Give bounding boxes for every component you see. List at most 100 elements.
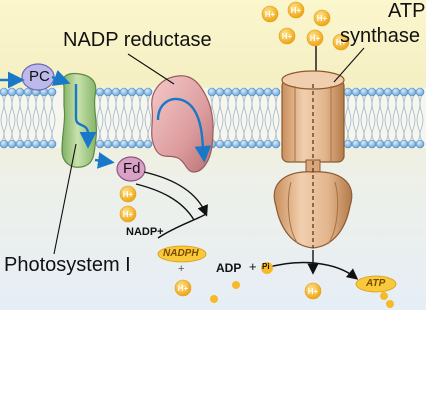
h-plus-ion: H+ <box>278 27 296 45</box>
phospholipid-head <box>407 87 417 97</box>
phospholipid-head <box>383 87 393 97</box>
fd-protein <box>116 156 146 182</box>
phospholipid-head <box>135 87 145 97</box>
pc-label: PC <box>29 68 50 85</box>
phospholipid-head <box>135 139 145 149</box>
phospholipid-head <box>271 139 281 149</box>
phospholipid-head <box>343 87 353 97</box>
phospholipid-head <box>343 139 353 149</box>
phospholipid-head <box>127 87 137 97</box>
plus-label-2: + <box>249 259 257 274</box>
phospholipid-head <box>23 139 33 149</box>
h-plus-label: H+ <box>123 190 134 199</box>
h-plus-label: H+ <box>310 34 321 43</box>
nadph-badge <box>157 245 207 263</box>
phospholipid-head <box>103 87 113 97</box>
pi-label: Pi <box>262 262 270 271</box>
phospholipid-head <box>367 139 377 149</box>
phospholipid-head <box>127 139 137 149</box>
phospholipid-head <box>391 139 401 149</box>
atp-product-label: ATP <box>366 278 386 289</box>
h-plus-label: H+ <box>178 284 189 293</box>
h-plus-ion: H+ <box>119 205 137 223</box>
phospholipid-head <box>31 139 41 149</box>
h-plus-ion: H+ <box>287 1 305 19</box>
phospholipid-head <box>223 87 233 97</box>
phospholipid-head <box>247 87 257 97</box>
h-plus-label: H+ <box>265 10 276 19</box>
phospholipid-head <box>207 87 217 97</box>
h-plus-ion: H+ <box>174 279 192 297</box>
photosystem-label: Photosystem I <box>4 254 131 276</box>
phospholipid-head <box>375 139 385 149</box>
photosystem-i <box>0 70 115 169</box>
phospholipid-head <box>255 139 265 149</box>
phospholipid-head <box>407 139 417 149</box>
phospholipid-head <box>255 87 265 97</box>
atp-synthase-label-line1: ATP <box>388 0 426 22</box>
phospholipid-head <box>215 139 225 149</box>
phospholipid-head <box>111 87 121 97</box>
nadp-reductase-label: NADP reductase <box>63 29 212 51</box>
h-plus-label: H+ <box>282 32 293 41</box>
phospholipid-head <box>143 139 153 149</box>
phospholipid-head <box>0 139 9 149</box>
h-plus-label: H+ <box>308 287 319 296</box>
h-plus-ion: H+ <box>119 185 137 203</box>
phospholipid-head <box>47 87 57 97</box>
h-plus-ion: H+ <box>304 282 322 300</box>
h-plus-ion: H+ <box>261 5 279 23</box>
phospholipid-head <box>399 139 409 149</box>
phospholipid-head <box>39 139 49 149</box>
phospholipid-head <box>415 87 425 97</box>
phospholipid-head <box>231 87 241 97</box>
atp-synthase-label-line2: synthase <box>340 25 421 47</box>
phospholipid-head <box>383 139 393 149</box>
h-plus-ions: H+ H+ H+ H+ H+ H+ H+ H+ H+ H+ <box>119 1 350 300</box>
h-plus-label: H+ <box>317 14 328 23</box>
fd-label: Fd <box>123 160 141 177</box>
phospholipid-head <box>7 87 17 97</box>
phospholipid-head <box>47 139 57 149</box>
h-plus-ion: H+ <box>306 29 324 47</box>
adp-label: ADP <box>216 261 242 275</box>
h-plus-ion: H+ <box>313 9 331 27</box>
phospholipid-head <box>103 139 113 149</box>
phospholipid-head <box>223 139 233 149</box>
phospholipid-head <box>7 139 17 149</box>
phospholipid-head <box>359 87 369 97</box>
h-plus-label: H+ <box>336 38 347 47</box>
phospholipid-head <box>415 139 425 149</box>
h-plus-label: H+ <box>291 6 302 15</box>
phospholipid-head <box>111 139 121 149</box>
phospholipid-head <box>119 139 129 149</box>
phospholipid-head <box>119 87 129 97</box>
phospholipid-head <box>399 87 409 97</box>
phospholipid-head <box>263 139 273 149</box>
phospholipid-head <box>95 87 105 97</box>
phospholipid-head <box>351 87 361 97</box>
phospholipid-head <box>0 87 9 97</box>
phospholipid-head <box>231 139 241 149</box>
phospholipid-head <box>143 87 153 97</box>
phospholipid-head <box>375 87 385 97</box>
atp-badge <box>355 275 397 308</box>
h-plus-label: H+ <box>123 210 134 219</box>
phospholipid-head <box>271 87 281 97</box>
nadp-reductase <box>151 75 214 173</box>
phospholipid-head <box>215 87 225 97</box>
phospholipid-head <box>263 87 273 97</box>
phospholipid-head <box>351 139 361 149</box>
phospholipid-head <box>15 139 25 149</box>
phospholipid-head <box>239 87 249 97</box>
phospholipid-head <box>367 87 377 97</box>
phospholipid-head <box>95 139 105 149</box>
phospholipid-head <box>359 139 369 149</box>
atp-synthase <box>273 30 353 275</box>
pi-badge <box>261 262 273 274</box>
nadph-label: NADPH <box>163 248 199 259</box>
phospholipid-head <box>247 139 257 149</box>
nadp-plus-label: NADP+ <box>126 226 164 238</box>
